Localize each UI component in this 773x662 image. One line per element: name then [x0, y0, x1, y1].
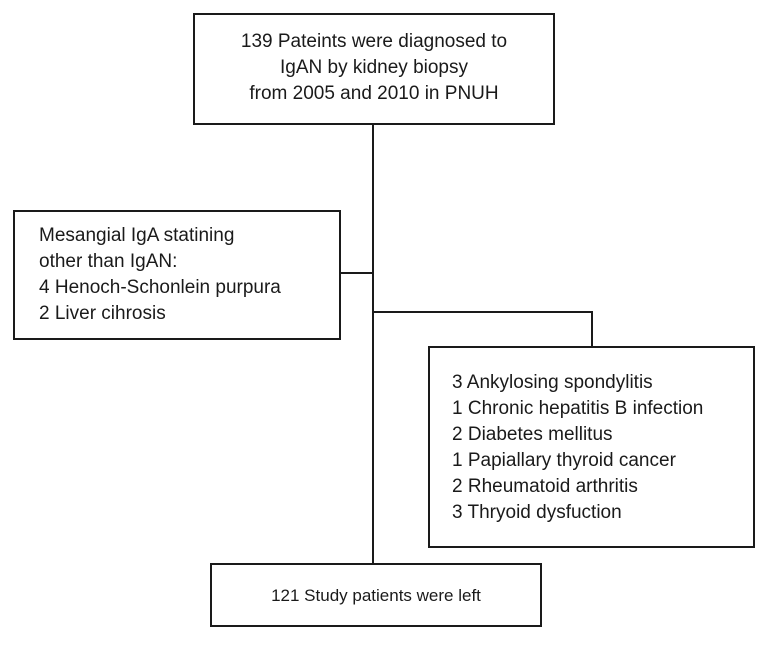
exclusion-right-line-4: 1 Papiallary thyroid cancer — [452, 450, 676, 471]
start-line-2: IgAN by kidney biopsy — [280, 57, 468, 78]
start-line-1: 139 Pateints were diagnosed to — [240, 31, 508, 52]
result-text: 121 Study patients were left — [271, 586, 481, 605]
exclusion-left-line-2: other than IgAN: — [39, 251, 178, 272]
right-branch-horizontal-connector — [373, 311, 593, 313]
exclusion-box-mesangial: Mesangial IgA statining other than IgAN:… — [13, 210, 341, 340]
exclusion-right-line-3: 2 Diabetes mellitus — [452, 424, 613, 445]
exclusion-left-line-1: Mesangial IgA statining — [39, 225, 235, 246]
exclusion-right-line-2: 1 Chronic hepatitis B infection — [452, 398, 704, 419]
exclusion-right-line-6: 3 Thryoid dysfuction — [452, 502, 622, 523]
right-branch-vertical-connector — [591, 311, 593, 347]
result-box: 121 Study patients were left — [210, 563, 542, 627]
start-line-3: from 2005 and 2010 in PNUH — [249, 83, 499, 104]
main-vertical-connector — [372, 124, 374, 564]
exclusion-left-line-4: 2 Liver cihrosis — [39, 303, 166, 324]
left-branch-connector — [340, 272, 373, 274]
start-box: 139 Pateints were diagnosed to IgAN by k… — [193, 13, 555, 125]
exclusion-right-line-5: 2 Rheumatoid arthritis — [452, 476, 638, 497]
exclusion-left-line-3: 4 Henoch-Schonlein purpura — [39, 277, 281, 298]
exclusion-box-comorbidities: 3 Ankylosing spondylitis 1 Chronic hepat… — [428, 346, 755, 548]
exclusion-right-line-1: 3 Ankylosing spondylitis — [452, 372, 653, 393]
